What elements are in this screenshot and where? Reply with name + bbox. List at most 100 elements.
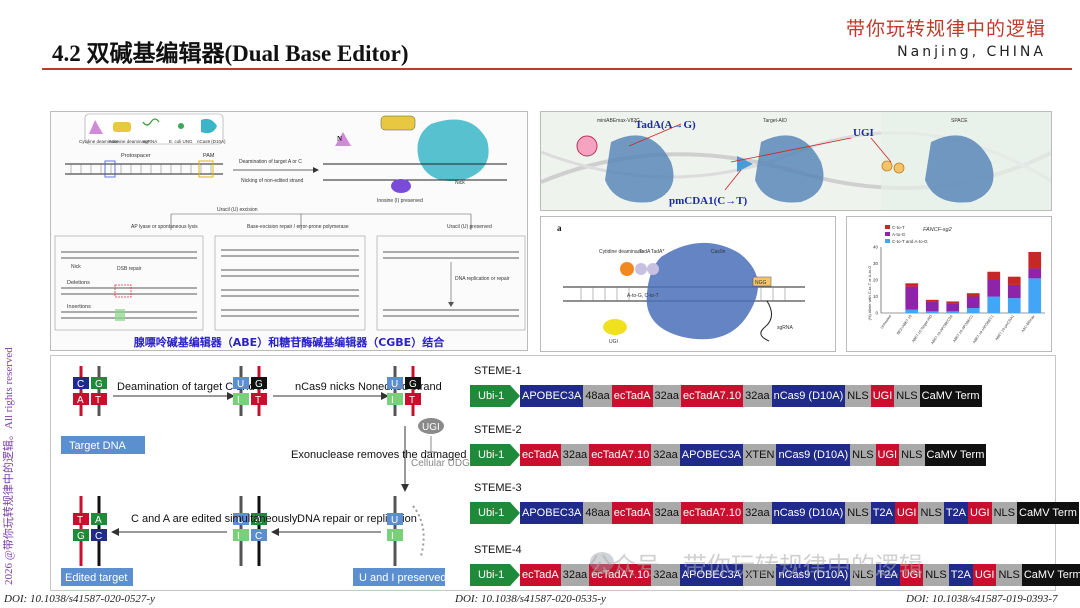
sgrna-glyph [142,118,160,126]
tool-2: Target-AID [763,118,787,124]
bar-segment [946,301,960,304]
tada-label-3: TadA [639,249,651,255]
construct-segment: 32aa [652,502,681,524]
base-t-1: T [95,395,101,406]
x-tick-label: Untreated [880,314,892,329]
construct-segment: XTEN [743,564,777,586]
ap-lyase: AP lyase or spontaneous lysis [131,224,198,230]
insertions-label: Insertions [67,304,91,310]
legend-sgrna: sgRNA [143,139,157,144]
x-tick-label: A&C-BEmax [1021,314,1036,333]
construct-segment: Ubi-1 [470,564,520,586]
construct-segment: NLS [850,564,876,586]
conversion-label: A-to-G, C-to-T [627,293,659,299]
doi-3: DOI: 10.1038/s41587-019-0393-7 [906,593,1058,605]
bar-segment [987,271,1001,280]
wechat-logo-icon [590,552,614,572]
dual-editor-diagram: TadA(A→G) UGI pmCDA1(C→T) miniABEmax-V82… [541,112,1051,210]
wechat-watermark: 公众号 · 带你玩转规律中的逻辑 [588,552,923,580]
construct-segment: NLS [845,385,871,407]
pam-label: PAM [203,153,215,159]
base-i-4: I [391,531,394,542]
construct-segment: ecTadA [611,502,653,524]
y-tick-label: 20 [873,278,879,283]
construct-segment: Ubi-1 [470,385,520,407]
construct-segment: 48aa [583,385,612,407]
ung-glyph [178,123,184,129]
construct-segment: NLS [991,502,1017,524]
base-i-2: I [391,395,394,406]
bar-segment [946,303,960,312]
pmcda-label: pmCDA1(C→T) [669,195,748,207]
brand-name: 带你玩转规律中的逻辑 [845,18,1046,40]
exonuclease-label: Exonuclease removes the damaged strand [291,449,481,461]
construct-name: STEME-2 [474,424,522,436]
panel-letter: a [557,223,562,233]
steme-mechanism-diagram: C G A T Target DNA Deamination of target… [61,366,500,586]
bar-segment [1007,284,1021,299]
construct-segment: nCas9 (D10A) [776,444,851,466]
ncas9-glyph [201,118,217,134]
y-tick-label: 30 [873,261,879,266]
acbemax-diagram: a Cytidine deaminase TadA TadA* Cas9n A-… [557,223,805,345]
legend-box [84,113,224,145]
bar-segment [966,293,980,297]
chart-legend: C-to-T A-to-G C-to-T and A-to-G [885,225,928,244]
bar-segment [1007,276,1021,285]
bar-segment [987,296,1001,313]
construct-segment: NLS [923,564,949,586]
construct-segment: APOBEC3A [679,564,744,586]
bar-segment [1028,251,1042,269]
base-g-4: G [77,531,85,542]
base-t-2: T [255,395,261,406]
construct-segment: ecTadA [520,444,561,466]
base-c-1: C [77,379,84,390]
construct-name: STEME-1 [474,365,522,377]
nick-label: Nick [455,180,465,186]
y-tick-label: 10 [873,294,879,299]
base-t-3: T [409,395,415,406]
construct-segment: ecTadA [611,385,653,407]
base-a-1: A [77,395,84,406]
construct-segment: NLS [996,564,1022,586]
legend-a2g: A-to-G [892,232,906,237]
step-nicking: Nicking of non-edited strand [241,178,303,184]
base-u-3: U [237,515,244,526]
edited-target-label: Edited target [65,572,127,584]
construct-segment: CaMV Term [1017,502,1079,524]
construct-segment: UGI [894,502,919,524]
tada-star-label: TadA* [651,249,664,255]
legend-c2t: C-to-T [892,225,905,230]
construct-segment: NLS [899,444,925,466]
construct-segment: nCas9 (D10A) [776,564,851,586]
dna-replication: DNA replication or repair [455,276,510,282]
svg-text:N: N [337,135,342,143]
base-u-1: U [237,379,244,390]
u-i-preserved-label: U and I preserved [359,572,446,584]
protospacer-label: Protospacer [121,153,151,159]
cellular-udg-label: Cellular UDG [411,458,470,469]
chart-title: FANCF-sg2 [923,227,952,233]
bar-chart: FANCF-sg2 (%) Allele with C-to-T or A-to… [867,225,1045,345]
bar-segment [966,308,980,313]
chart-bars [880,247,1045,314]
construct-segment: ecTadA7.10 [589,564,652,586]
construct-segment: UGI [972,564,997,586]
base-c-2: C [255,531,262,542]
bar-segment [987,280,1001,297]
bar-segment [966,296,980,309]
x-tick-label: ABE7.10-APOBEC3A [930,314,954,345]
construct-segment: 32aa [743,502,772,524]
base-a-3: A [95,515,102,526]
legend-ung: E. coli UNG [169,139,193,144]
construct-segment: NLS [918,502,944,524]
legend-cytidine: Cytidine deaminase [79,139,119,144]
x-tick-label: ABE7.10-APOBEC1 [952,314,974,343]
construct-segment: CaMV Term [919,385,982,407]
dsb-repair: DSB repair [117,266,142,272]
